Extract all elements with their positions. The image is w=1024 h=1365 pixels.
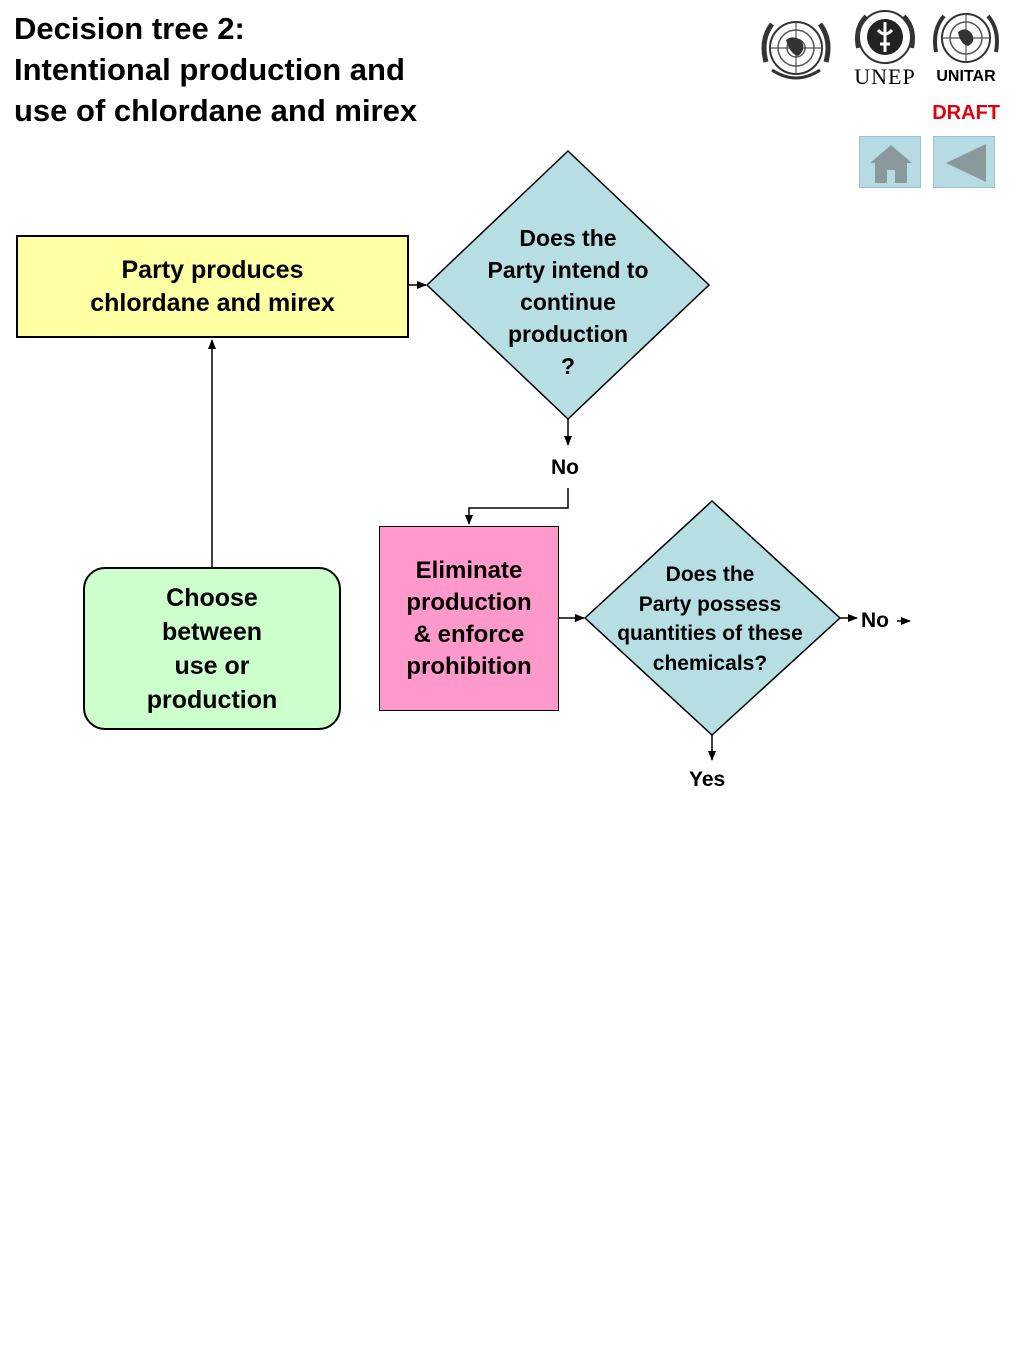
logo-group: UNEP UNITAR (750, 6, 1010, 96)
page-title: Decision tree 2: Intentional production … (14, 8, 494, 131)
back-button[interactable] (933, 136, 995, 188)
unep-emblem-icon (855, 10, 915, 64)
arrow-no-to-eliminate (465, 488, 569, 525)
node-party-produces: Party produces chlordane and mirex (16, 235, 409, 338)
home-button[interactable] (859, 136, 921, 188)
node-intend-question-label: Does the Party intend to continue produc… (487, 225, 649, 379)
edge-label-no-1: No (551, 456, 579, 479)
edge-label-no-2: No (861, 609, 889, 632)
unitar-caption: UNITAR (936, 68, 996, 85)
unep-caption: UNEP (854, 64, 916, 89)
unitar-emblem-icon (933, 13, 999, 63)
node-eliminate-label: Eliminate production & enforce prohibiti… (406, 556, 532, 680)
title-line-2: Intentional production and (14, 52, 405, 87)
node-choose: Choose between use or production (83, 567, 341, 730)
home-icon (870, 145, 912, 183)
node-intend-question: Does the Party intend to continue produc… (460, 222, 676, 382)
un-emblem-icon (761, 21, 831, 80)
edge-label-yes-1: Yes (689, 768, 726, 791)
back-arrow-icon (946, 144, 986, 182)
node-party-produces-label: Party produces chlordane and mirex (90, 255, 335, 317)
node-eliminate: Eliminate production & enforce prohibiti… (379, 526, 559, 711)
node-choose-label: Choose between use or production (146, 583, 278, 714)
title-line-3: use of chlordane and mirex (14, 93, 418, 128)
draft-label: DRAFT (932, 102, 1000, 124)
node-possess-question-label: Does the Party possess quantities of the… (617, 563, 803, 675)
node-possess-question: Does the Party possess quantities of the… (594, 560, 826, 678)
title-line-1: Decision tree 2: (14, 11, 245, 46)
